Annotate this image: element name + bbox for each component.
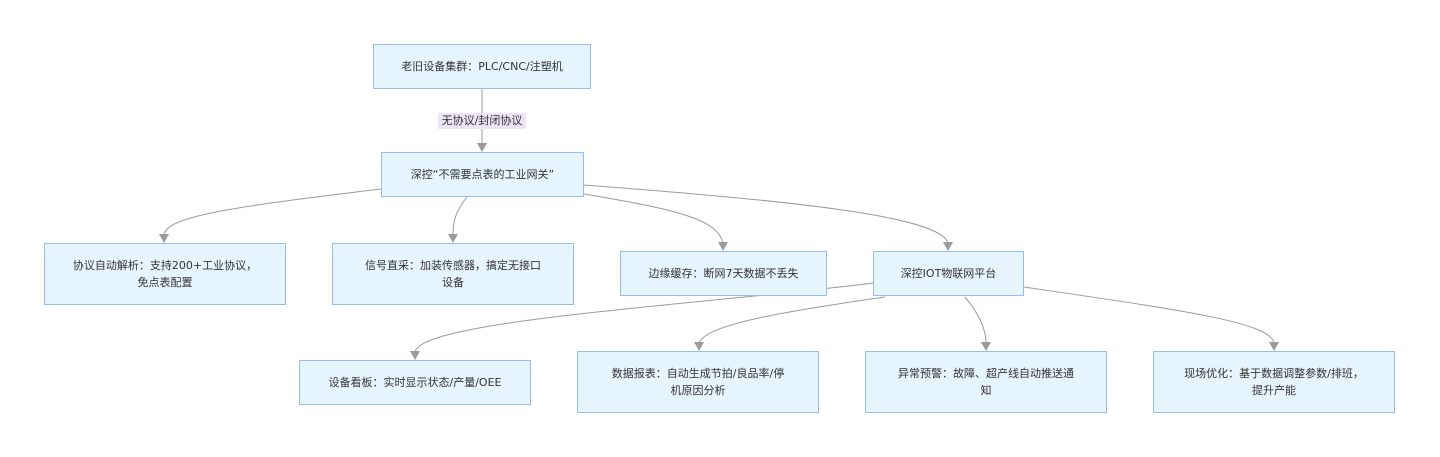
node-data-report: 数据报表：自动生成节拍/良品率/停 机原因分析: [577, 351, 819, 413]
node-edge-cache: 边缘缓存：断网7天数据不丢失: [620, 251, 827, 296]
node-signal-collection: 信号直采：加装传感器，搞定无接口 设备: [332, 243, 574, 305]
arrowhead-gateway: [477, 143, 487, 152]
node-onsite-optimization: 现场优化：基于数据调整参数/排班， 提升产能: [1153, 351, 1395, 413]
edge-platform-to-alert: [964, 296, 987, 344]
edge-label-legacy-gateway: 无协议/封闭协议: [438, 113, 526, 129]
arrowhead-signal: [448, 234, 458, 243]
edge-gateway-to-signal: [452, 196, 468, 236]
edge-platform-to-optimize: [1023, 286, 1275, 344]
arrowhead-optimize: [1269, 342, 1279, 351]
edge-gateway-to-platform: [583, 184, 949, 244]
arrowhead-report: [694, 342, 704, 351]
edge-platform-to-report: [698, 296, 886, 344]
arrowhead-cache: [718, 242, 728, 251]
node-legacy-devices: 老旧设备集群：PLC/CNC/注塑机: [373, 44, 591, 89]
arrowhead-dashboard: [410, 351, 420, 360]
node-gateway: 深控“不需要点表的工业网关”: [381, 152, 584, 197]
node-device-dashboard: 设备看板：实时显示状态/产量/OEE: [299, 360, 531, 405]
edge-gateway-to-cache: [583, 193, 724, 244]
arrowhead-alert: [981, 342, 991, 351]
node-iot-platform: 深控IOT物联网平台: [873, 251, 1024, 296]
arrowhead-protocol: [159, 234, 169, 243]
arrowhead-platform: [943, 242, 953, 251]
node-protocol-parsing: 协议自动解析：支持200+工业协议， 免点表配置: [44, 243, 286, 305]
edge-gateway-to-protocol: [163, 188, 382, 236]
node-anomaly-alert: 异常预警：故障、超产线自动推送通 知: [865, 351, 1107, 413]
